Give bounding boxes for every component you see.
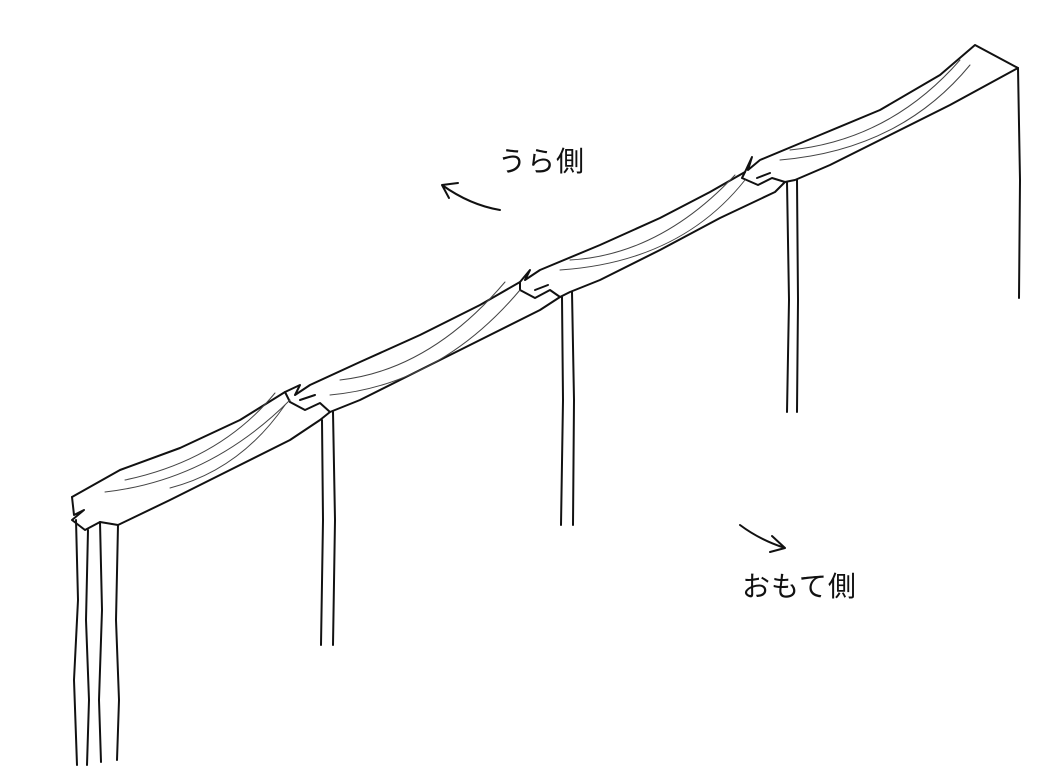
joint-2: [519, 281, 561, 299]
board-front-edge: [117, 67, 1019, 526]
joint-3: [741, 171, 786, 186]
front-side-label: おもて側: [742, 570, 857, 603]
joint-1: [284, 391, 331, 413]
arrow-up-left-icon: [441, 182, 501, 211]
back-side-label: うら側: [498, 145, 586, 178]
arrow-down-right-icon: [739, 524, 786, 553]
board-legs: [73, 67, 1021, 766]
board-back-edge: [71, 44, 1019, 498]
board-left-end: [71, 496, 119, 531]
wood-grain: [104, 59, 971, 493]
